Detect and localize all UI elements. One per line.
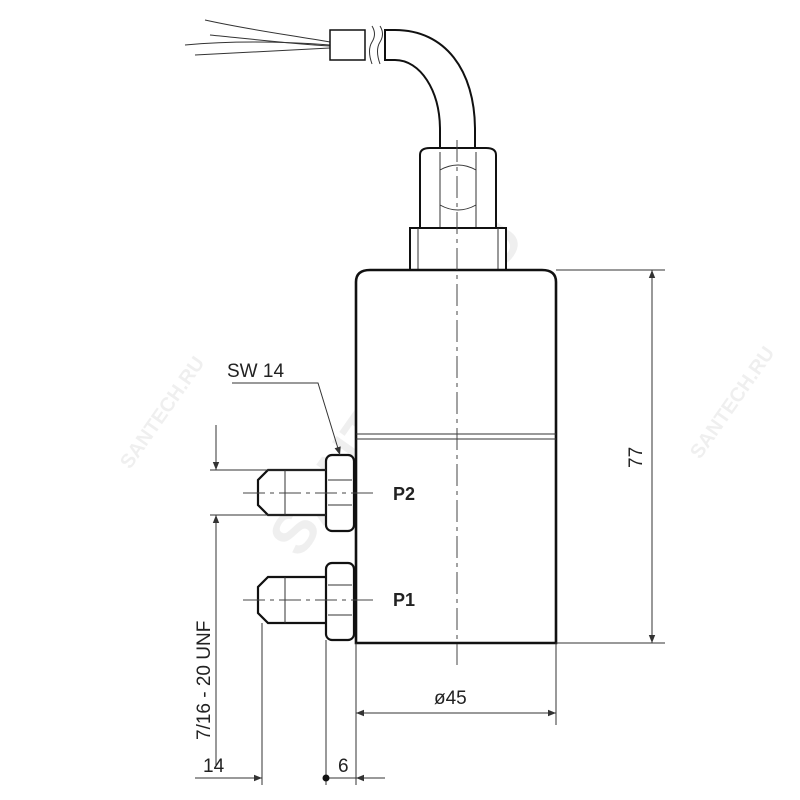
cable — [184, 19, 476, 153]
fitting-p2 — [243, 453, 375, 533]
port-p1-label: P1 — [393, 590, 415, 610]
fitting-length-label: 14 — [203, 756, 225, 777]
port-p2-label: P2 — [393, 484, 415, 504]
height-dimension-label: 77 — [626, 447, 647, 468]
svg-text:SANTECH.RU: SANTECH.RU — [116, 353, 209, 473]
cable-gland — [409, 147, 507, 271]
fitting-p1 — [243, 561, 375, 642]
housing — [354, 140, 558, 665]
diameter-dimension-label: ø45 — [434, 688, 467, 709]
wrench-size-label: SW 14 — [227, 361, 284, 382]
nut-width-label: 6 — [338, 756, 349, 777]
svg-text:SANTECH.RU: SANTECH.RU — [686, 343, 779, 463]
thread-label: 7/16 - 20 UNF — [194, 621, 215, 740]
dimensions — [195, 269, 665, 785]
